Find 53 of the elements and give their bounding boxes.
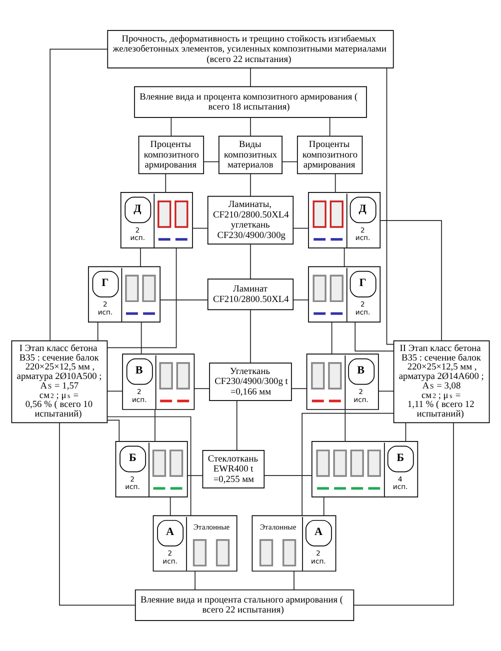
node-box: Проценты композитного армирования [296,136,363,174]
connector [165,173,166,193]
connector [386,68,394,345]
connector [282,161,298,162]
connector [203,161,220,162]
node-box: Прочность, деформативность и трещино стойкость изгибаемых железобетонных элементов, усиленных композитными материалами (всего 22 испытания) [107,30,394,68]
connector [59,422,136,606]
connector [106,248,177,348]
connector [250,68,251,87]
connector [334,173,336,193]
connector [170,496,171,516]
connector [378,390,394,392]
node-box: Влеяние вида и процента стального армирования ( всего 22 испытания) [134,589,354,622]
connector [329,117,330,136]
connector [140,248,141,267]
connector [291,388,308,390]
connector [353,422,454,606]
connector [236,400,238,451]
connector [192,228,208,229]
connector [194,388,210,390]
connector [302,412,394,516]
connector [292,228,309,229]
connector [50,48,108,342]
connector [354,322,394,352]
node-box: Ламинаты, CF210/2800.50XL4 углеткань CF230/4900/300g [207,196,294,244]
connector [405,422,406,442]
connector [344,409,346,442]
connector [106,416,192,516]
connector [97,322,98,342]
connector [264,475,312,476]
connector [380,220,442,342]
connector [160,299,208,300]
node-box: Проценты композитного армирования [138,136,204,174]
connector [187,475,204,476]
node-box: Углеткань CF230/4900/300g t =0,166 мм [209,362,292,401]
node-box: Стеклоткань EWR400 t =0,255 мм [202,450,265,488]
node-box: Ламинат CF210/2800.50XL4 [207,278,294,310]
connector [140,322,142,354]
connector [170,117,172,136]
connector [250,117,251,136]
connector [323,496,324,516]
connector [250,244,251,280]
connector [107,390,123,392]
connector [106,420,120,442]
connector [250,310,251,364]
connector [292,299,309,300]
connector [250,173,251,197]
node-box: Влеяние вида и процента композитного армирования ( всего 18 испытания) [134,86,367,118]
node-box: Виды композитных материалов [218,136,282,174]
connector [344,248,345,267]
connector [194,571,196,590]
connector [331,322,332,354]
connector [154,409,156,442]
